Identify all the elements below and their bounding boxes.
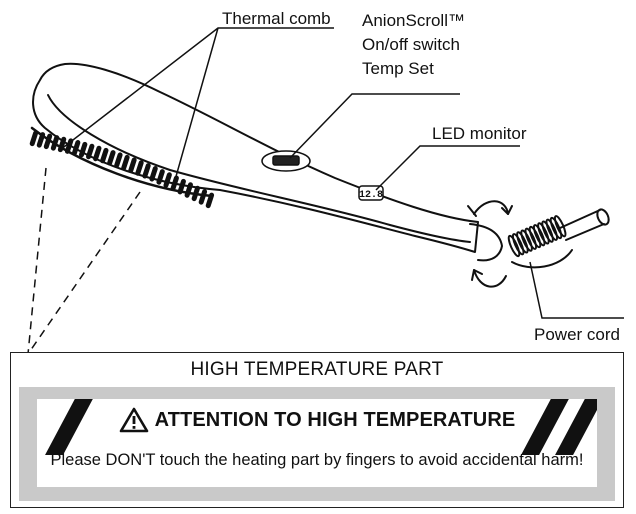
bristle <box>78 141 88 158</box>
switch-label-line-3: Temp Set <box>362 59 434 78</box>
cord-coil-ring <box>520 229 533 252</box>
bristle <box>57 136 67 153</box>
brush-body <box>32 62 479 253</box>
attention-title: ATTENTION TO HIGH TEMPERATURE <box>154 408 516 431</box>
dashed-guide-left <box>27 167 47 355</box>
bristle <box>149 166 158 182</box>
swivel-joint <box>469 223 504 262</box>
cord-coil-ring <box>516 231 529 254</box>
bristle <box>177 178 186 195</box>
dashed-guide-right <box>27 191 141 355</box>
cord-coil-ring <box>511 233 525 256</box>
cord-coil-ring <box>541 220 554 243</box>
attention-row: ATTENTION TO HIGH TEMPERATURE <box>37 407 597 433</box>
leader-switch <box>289 93 460 159</box>
bristle <box>170 175 179 192</box>
leader-comb <box>59 27 334 181</box>
cord-coil-ring <box>537 222 550 245</box>
bristle <box>156 169 165 185</box>
cord-base <box>511 249 573 269</box>
bristle <box>50 135 60 151</box>
warning-band: ATTENTION TO HIGH TEMPERATURE Please DON… <box>19 387 615 501</box>
bristle <box>36 132 46 148</box>
bristle <box>128 157 137 173</box>
bristle <box>198 189 208 205</box>
power-cord-label: Power cord <box>534 325 620 344</box>
bristle <box>142 163 151 179</box>
switch-label-line-1: AnionScroll™ <box>362 11 465 30</box>
bristle <box>43 133 53 150</box>
thermal-comb-bristles <box>29 130 215 209</box>
bristle <box>100 147 109 164</box>
bristle <box>114 152 123 168</box>
bristle <box>71 140 81 156</box>
anionscroll-switch <box>261 150 311 172</box>
leader-cord <box>529 261 624 319</box>
high-temperature-heading: HIGH TEMPERATURE PART <box>190 359 444 380</box>
bristle <box>121 154 130 171</box>
cord-coil-ring <box>528 225 542 249</box>
leader-led <box>375 145 520 191</box>
bristle <box>107 150 116 166</box>
cord-coil-ring <box>507 234 521 258</box>
cord-coil-ring <box>532 224 546 247</box>
led-display-text: 12.8 <box>359 190 383 201</box>
cord-coil-ring <box>549 216 563 240</box>
rotate-arrow-bottom-icon <box>473 269 507 288</box>
power-cord-coil <box>507 215 567 258</box>
bristle <box>93 145 102 162</box>
bristle <box>205 192 215 209</box>
bristle <box>29 130 39 147</box>
bristle <box>163 172 172 188</box>
bristle <box>191 185 201 202</box>
bristle <box>184 182 193 198</box>
rotate-arrow-top-icon <box>473 200 509 215</box>
warning-message: Please DON'T touch the heating part by f… <box>50 451 584 469</box>
warning-triangle-icon <box>119 407 148 433</box>
led-monitor-label: LED monitor <box>432 124 527 143</box>
brush-contour <box>47 94 471 243</box>
switch-label: AnionScroll™ On/off switch Temp Set <box>362 10 465 82</box>
cord-coil-ring <box>524 227 538 250</box>
switch-label-line-2: On/off switch <box>362 35 460 54</box>
bristle <box>135 160 144 176</box>
warning-panel: ATTENTION TO HIGH TEMPERATURE Please DON… <box>37 399 597 487</box>
cord-coil-ring <box>553 215 567 238</box>
high-temperature-box: HIGH TEMPERATURE PART ATTENTION TO HIGH … <box>10 352 624 508</box>
bristle <box>86 143 95 160</box>
thermal-comb-label: Thermal comb <box>222 9 331 28</box>
power-cord-tail <box>559 209 605 241</box>
cord-coil-ring <box>545 218 559 241</box>
